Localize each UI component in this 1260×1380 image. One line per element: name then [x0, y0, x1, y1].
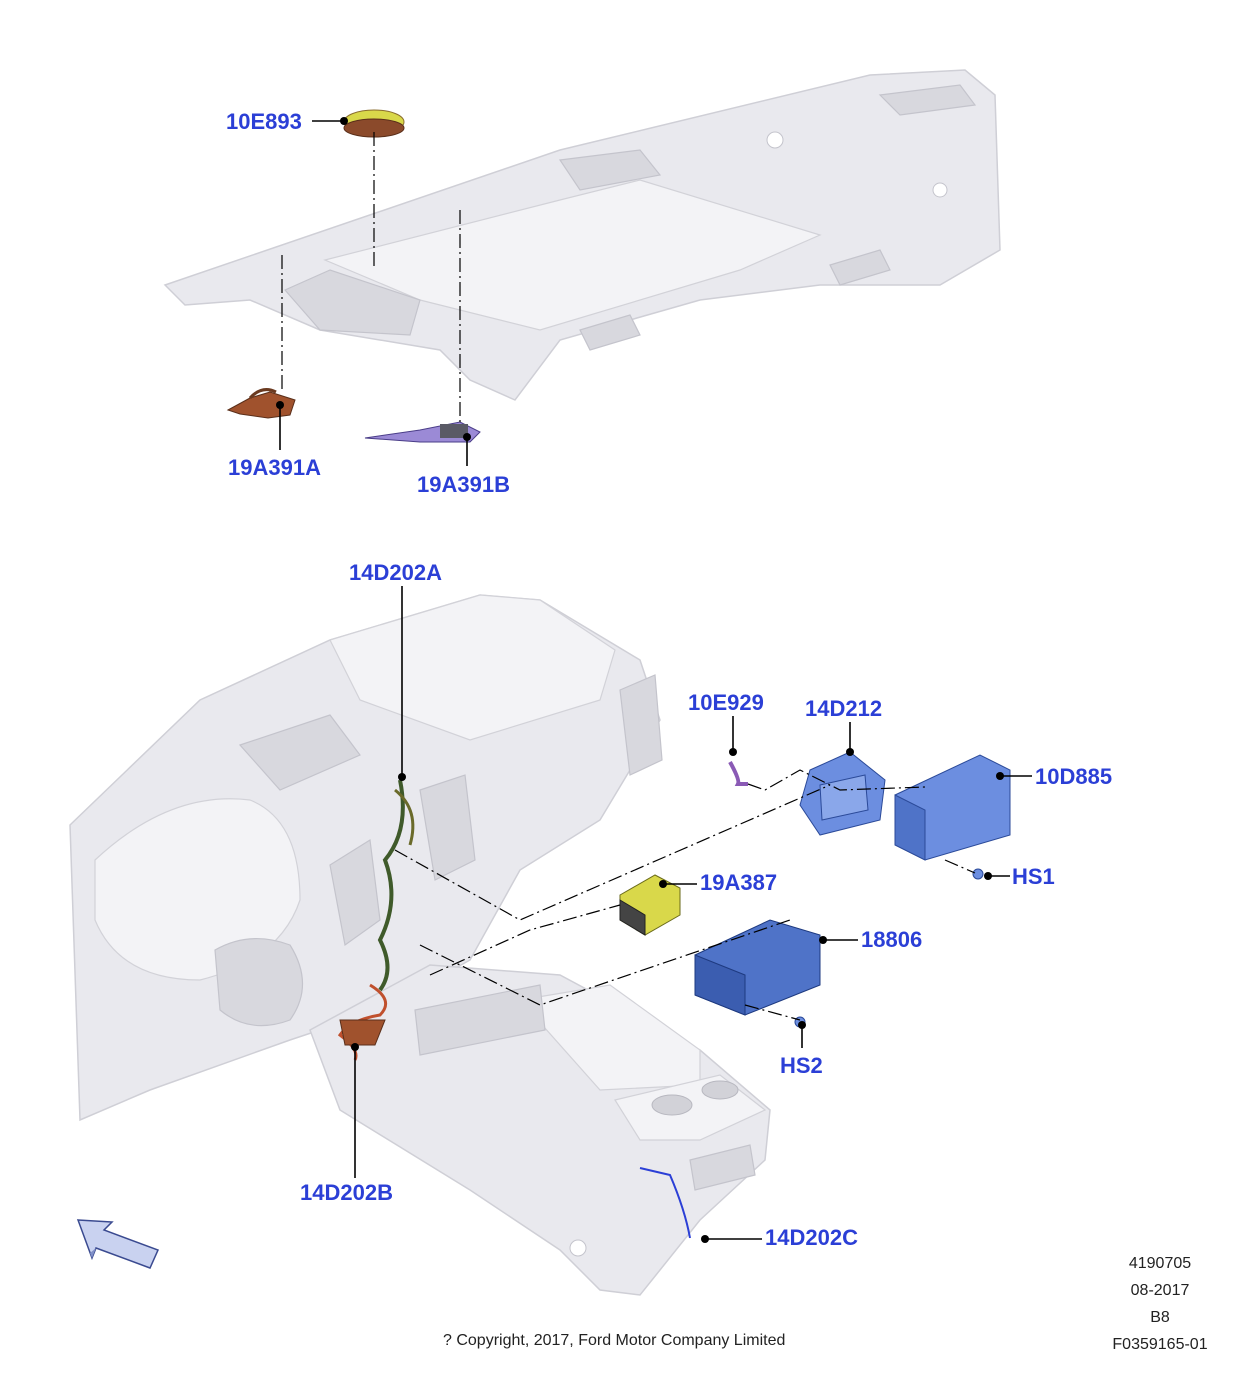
callout-10D885[interactable]: 10D885	[1035, 764, 1112, 789]
figure-id: F0359165-01	[1112, 1336, 1208, 1353]
reference-block: 4190705 08-2017 B8 F0359165-01	[1100, 1250, 1220, 1358]
center-console	[309, 964, 771, 1296]
part-14D212-module[interactable]	[799, 751, 886, 836]
part-18806-module[interactable]	[694, 919, 821, 1016]
headliner-panel	[163, 69, 1001, 401]
ref-revision: B8	[1150, 1309, 1170, 1326]
callout-19A387[interactable]: 19A387	[700, 870, 777, 895]
part-19A391A-harness[interactable]	[226, 388, 296, 419]
callout-14D202B[interactable]: 14D202B	[300, 1180, 393, 1205]
part-10E893-dome-light[interactable]	[343, 109, 405, 138]
part-19A391B-harness[interactable]	[364, 421, 481, 443]
callout-10E893[interactable]: 10E893	[226, 109, 302, 134]
direction-arrow-icon	[76, 1219, 160, 1269]
ref-date: 08-2017	[1130, 1282, 1190, 1299]
part-14D202C-harness[interactable]	[639, 1167, 691, 1239]
part-10D885-module[interactable]	[894, 754, 1011, 861]
part-19A387-switch[interactable]	[619, 874, 681, 936]
callout-HS1[interactable]: HS1	[1012, 864, 1055, 889]
copyright-notice: ? Copyright, 2017, Ford Motor Company Li…	[443, 1332, 786, 1349]
part-10E929-connector[interactable]	[728, 761, 748, 786]
callout-19A391B[interactable]: 19A391B	[417, 472, 510, 497]
callout-19A391A[interactable]: 19A391A	[228, 455, 321, 480]
callout-14D202C[interactable]: 14D202C	[765, 1225, 858, 1250]
callout-10E929[interactable]: 10E929	[688, 690, 764, 715]
callout-14D202A[interactable]: 14D202A	[349, 560, 442, 585]
part-HS1-screw[interactable]	[972, 868, 984, 880]
ref-number: 4190705	[1128, 1255, 1192, 1272]
callout-14D212[interactable]: 14D212	[805, 696, 882, 721]
callout-18806[interactable]: 18806	[861, 927, 922, 952]
part-14D202A-harness[interactable]	[377, 779, 415, 992]
callout-HS2[interactable]: HS2	[780, 1053, 823, 1078]
